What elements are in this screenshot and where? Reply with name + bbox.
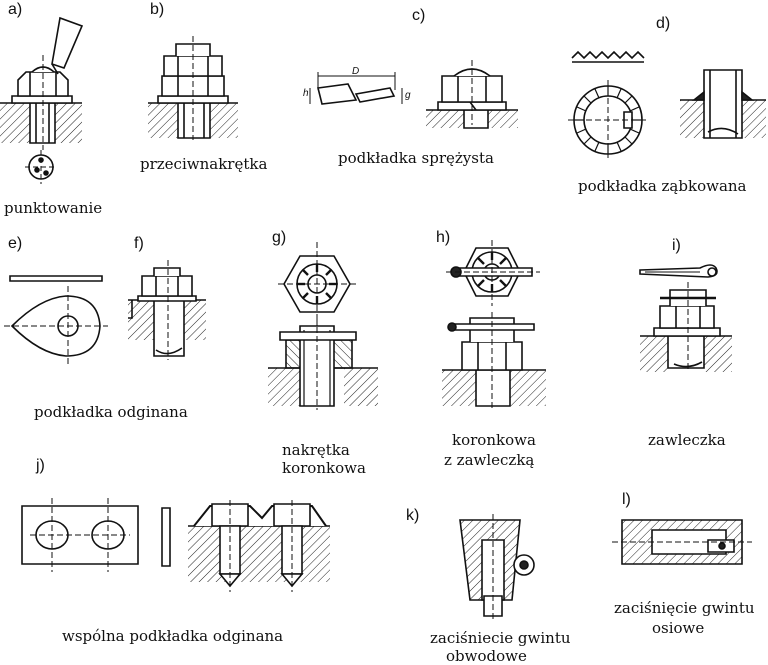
- fig-i-cotter-pin: [640, 265, 732, 372]
- caption-g2: koronkowa: [282, 459, 366, 477]
- fig-e-tab-washer: [4, 276, 108, 366]
- fig-k-radial-clamp: [460, 514, 534, 620]
- label-i: i): [672, 237, 681, 254]
- caption-g1: nakrętka: [282, 441, 350, 459]
- label-k: k): [406, 507, 420, 524]
- caption-l1: zaciśnięcie gwintu: [614, 599, 755, 617]
- dim-d: D: [352, 66, 360, 77]
- label-h: h): [436, 229, 451, 246]
- caption-b: przeciwnakrętka: [140, 155, 268, 173]
- label-c: c): [412, 7, 426, 24]
- fig-l-axial-clamp: [612, 520, 752, 564]
- caption-k1: zaciśniecie gwintu: [430, 629, 571, 647]
- fig-c-spring-washer: [310, 60, 518, 128]
- label-a: a): [8, 1, 23, 18]
- label-f: f): [134, 235, 144, 252]
- fig-a-punch-marking: [0, 18, 82, 184]
- label-l: l): [622, 491, 631, 508]
- fig-d-toothed-washer: [568, 52, 766, 160]
- caption-i: zawleczka: [648, 431, 726, 449]
- caption-k2: obwodowe: [446, 647, 527, 665]
- label-e: e): [8, 235, 23, 252]
- caption-h2: z zawleczką: [444, 451, 535, 469]
- fig-f-bent-tab: [128, 260, 206, 360]
- caption-h1: koronkowa: [452, 431, 536, 449]
- label-b: b): [150, 1, 165, 18]
- fig-b-locknut: [148, 36, 238, 140]
- caption-j: wspólna podkładka odginana: [62, 627, 284, 645]
- caption-l2: osiowe: [652, 619, 705, 637]
- caption-a: punktowanie: [4, 199, 103, 217]
- label-j: j): [36, 457, 45, 474]
- caption-d: podkładka ząbkowana: [578, 177, 747, 195]
- caption-c: podkładka sprężysta: [338, 149, 494, 167]
- dim-g: g: [405, 90, 411, 101]
- fig-g-castle-nut: [268, 242, 378, 410]
- label-d: d): [656, 15, 671, 32]
- caption-e: podkładka odginana: [34, 403, 188, 421]
- fig-h-castle-nut-pin: [442, 240, 546, 410]
- label-g: g): [272, 229, 287, 246]
- dim-h: h: [303, 88, 309, 99]
- fig-j-common-tab-washer: [22, 498, 330, 592]
